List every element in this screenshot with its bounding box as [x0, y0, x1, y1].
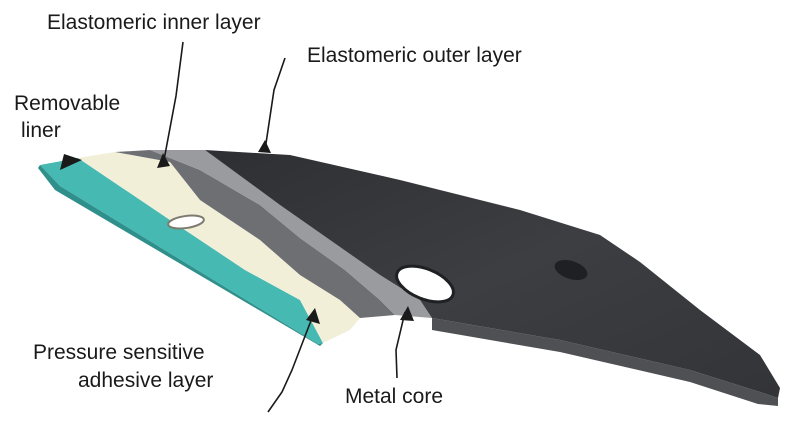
leader-outer-layer	[264, 57, 286, 151]
metal-core-face	[150, 150, 432, 318]
label-removable-liner-line2: liner	[21, 119, 61, 142]
adhesive-layer	[78, 152, 360, 343]
arrow-adhesive-icon	[306, 308, 320, 324]
outer-layer-large-hole	[395, 264, 455, 304]
outer-layer	[205, 150, 780, 406]
outer-layer-edge	[432, 318, 778, 406]
inner-layer-face	[115, 150, 395, 318]
label-pressure-sensitive-line1: Pressure sensitive	[33, 341, 205, 364]
leader-metal-core	[395, 311, 406, 379]
removable-liner-face	[40, 158, 323, 344]
leader-adhesive-layer	[267, 317, 313, 413]
removable-liner-layer	[38, 158, 323, 346]
leader-lines	[163, 41, 406, 413]
metal-core-layer	[150, 150, 432, 318]
arrow-outer-layer-icon	[258, 140, 271, 153]
label-removable-liner-line1: Removable	[14, 92, 121, 115]
label-elastomeric-inner-layer: Elastomeric inner layer	[47, 11, 261, 34]
label-pressure-sensitive-line2: adhesive layer	[78, 369, 214, 392]
arrow-inner-layer-icon	[157, 153, 170, 168]
arrow-removable-liner-icon	[60, 154, 82, 170]
outer-layer-small-hole	[554, 259, 588, 281]
inner-layer	[115, 150, 395, 318]
outer-layer-face	[205, 150, 780, 398]
arrow-heads	[60, 140, 414, 324]
adhesive-layer-face	[78, 152, 360, 343]
adhesive-hole	[167, 214, 205, 230]
label-metal-core: Metal core	[345, 385, 444, 408]
leader-inner-layer	[163, 41, 184, 161]
label-elastomeric-outer-layer: Elastomeric outer layer	[307, 44, 522, 67]
arrow-metal-core-icon	[400, 306, 414, 321]
